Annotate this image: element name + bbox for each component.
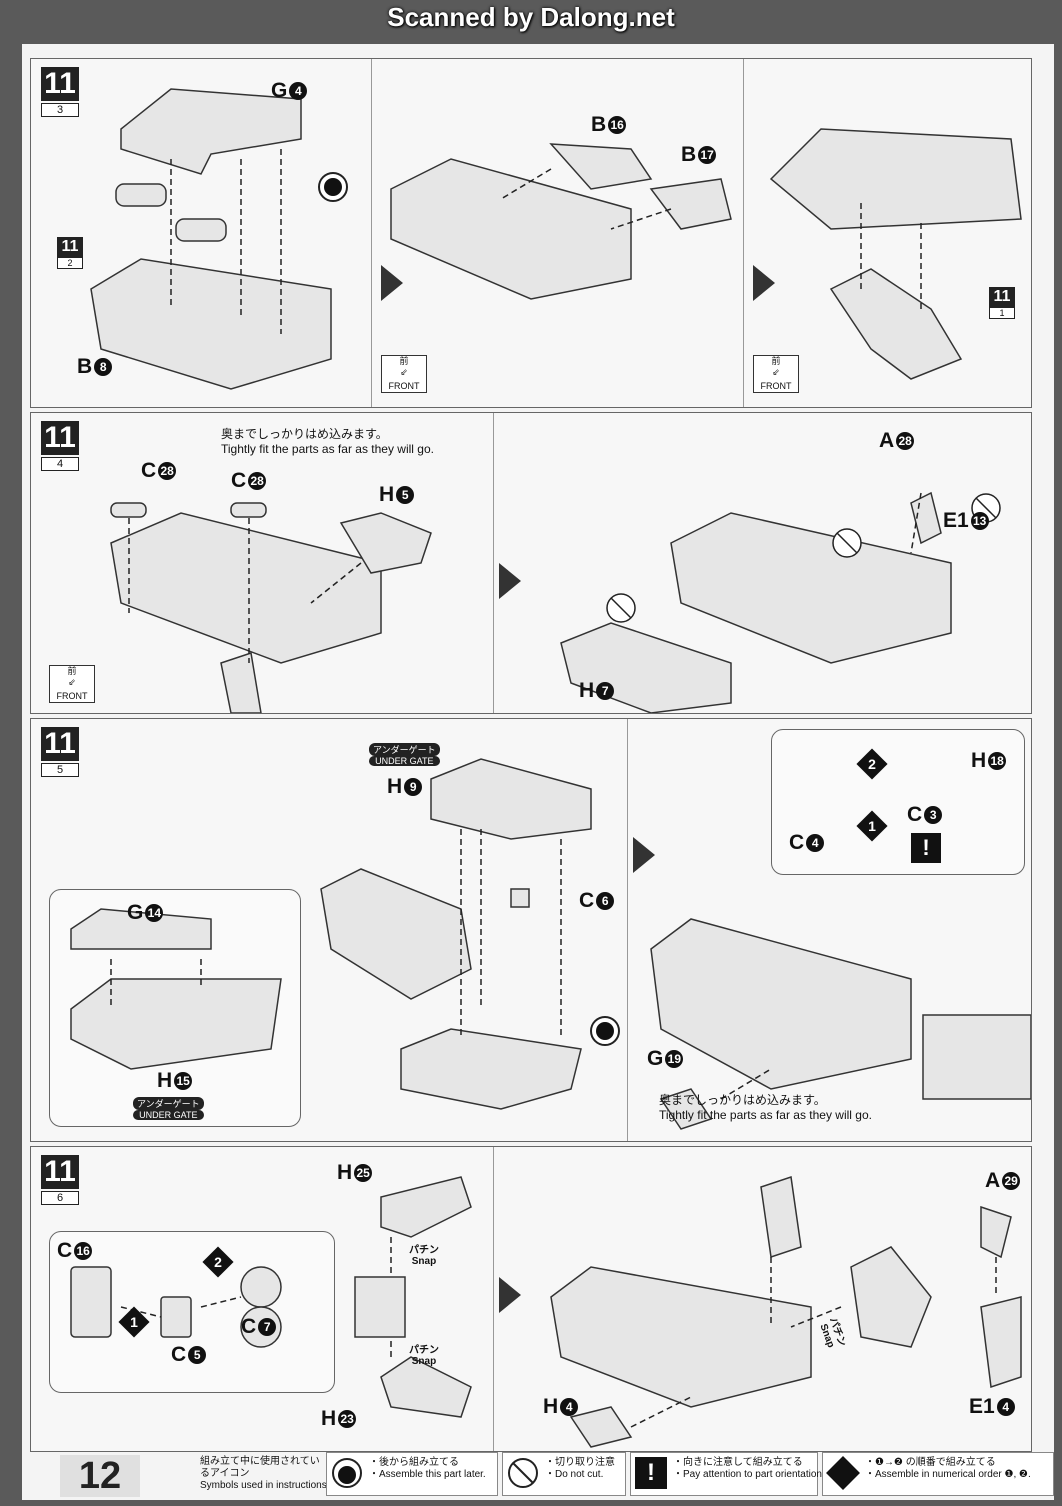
front-indicator: 前⇙FRONT <box>753 355 799 393</box>
step-badge: 11 4 <box>41 421 79 471</box>
page-number: 12 <box>60 1455 140 1497</box>
crotch-parts-drawing <box>70 758 1031 1130</box>
step-badge: 11 3 <box>41 67 79 117</box>
flow-arrow <box>633 837 655 873</box>
instruction-page: 11 3 <box>22 44 1054 1500</box>
legend-do-not-cut: ・切り取り注意・Do not cut. <box>502 1452 626 1496</box>
step-badge: 11 6 <box>41 1155 79 1205</box>
do-not-cut-icon <box>508 1458 538 1488</box>
step-substep: 3 <box>41 103 79 117</box>
flow-arrow <box>753 265 775 301</box>
step-number: 11 <box>41 67 79 101</box>
sequence-2-icon: 2 <box>202 1246 234 1278</box>
legend-numerical-order: ・❶→❷ の順番で組み立てる・Assemble in numerical ord… <box>822 1452 1054 1496</box>
sequence-1-icon: 1 <box>856 810 888 842</box>
sequence-2-icon: 2 <box>856 748 888 780</box>
skirt-parts-drawing <box>70 1176 1022 1448</box>
front-indicator: 前⇙FRONT <box>49 665 95 703</box>
fit-note: 奥までしっかりはめ込みます。Tightly fit the parts as f… <box>659 1093 872 1122</box>
legend-orientation: ! ・向きに注意して組み立てる・Pay attention to part or… <box>630 1452 905 1496</box>
legend-assemble-later: ・後から組み立てる・Assemble this part later. <box>326 1452 498 1496</box>
step-badge: 11 5 <box>41 727 79 777</box>
lower-body-parts-drawing <box>90 88 1022 390</box>
flow-arrow <box>499 563 521 599</box>
step-11-6-panel: 11 6 <box>30 1146 1032 1452</box>
waist-parts-drawing <box>110 491 1001 713</box>
front-indicator: 前⇙FRONT <box>381 355 427 393</box>
flow-arrow <box>499 1277 521 1313</box>
warning-icon: ! <box>635 1457 667 1489</box>
fit-note: 奥までしっかりはめ込みます。Tightly fit the parts as f… <box>221 427 434 456</box>
watermark: Scanned by Dalong.net <box>387 2 675 32</box>
flow-arrow <box>381 265 403 301</box>
sequence-icon <box>826 1456 860 1490</box>
legend-title: 組み立て中に使用されているアイコン Symbols used in instru… <box>200 1456 327 1491</box>
step-11-4-panel: 11 4 奥までしっかりはめ込みます。Tightly fit the parts… <box>30 412 1032 714</box>
assemble-later-icon <box>332 1458 362 1488</box>
orientation-warning-icon: ! <box>911 833 941 863</box>
step-11-3-panel: 11 3 <box>30 58 1032 408</box>
sequence-1-icon: 1 <box>118 1306 150 1338</box>
